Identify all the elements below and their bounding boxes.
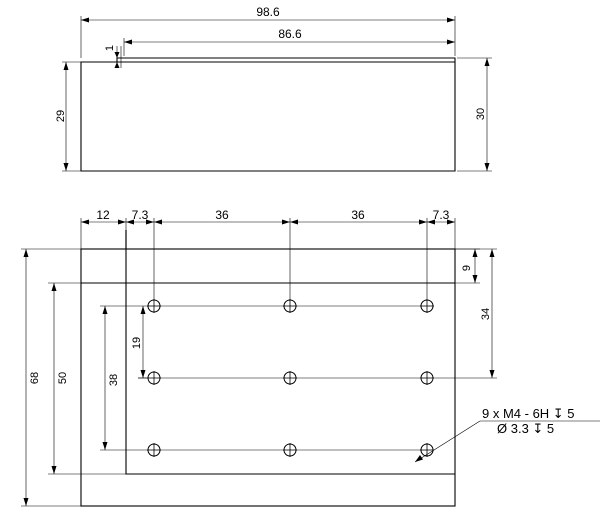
dimension-29: 29 [55, 61, 81, 172]
hole [283, 443, 297, 457]
dimension-86.6-label: 86.6 [278, 27, 302, 41]
dimension-34: 34 [427, 248, 497, 379]
callout-drill-label: Ø 3.3 ↧ 5 [497, 421, 554, 436]
hole [147, 299, 161, 313]
dimension-98.6-label: 98.6 [256, 5, 280, 19]
dimension-chain-top: 12 7.3 36 36 7.3 [80, 208, 456, 306]
dimension-12-label: 12 [96, 208, 110, 222]
dimension-50: 50 [48, 282, 126, 475]
dimension-7.3-left-label: 7.3 [132, 208, 149, 222]
dimension-29-label: 29 [55, 110, 67, 122]
dimension-50-label: 50 [57, 372, 69, 384]
hole-pattern [147, 299, 434, 457]
top-view: 98.6 86.6 1 29 [55, 5, 492, 172]
dimension-7.3-right-label: 7.3 [433, 208, 450, 222]
dimension-36-second-label: 36 [351, 208, 365, 222]
dimension-38: 38 [100, 305, 154, 451]
dimension-38-label: 38 [108, 374, 120, 386]
hole [420, 371, 434, 385]
dimension-36-first-label: 36 [215, 208, 229, 222]
dimension-98.6: 98.6 [80, 5, 456, 58]
front-view-pocket [125, 230, 455, 475]
top-view-body [80, 57, 456, 172]
dimension-19-label: 19 [131, 337, 143, 349]
front-view: 12 7.3 36 36 7.3 9 34 [21, 208, 600, 507]
dimension-68: 68 [21, 248, 81, 507]
dimension-1: 1 [104, 45, 122, 68]
dimension-1-label: 1 [104, 45, 116, 51]
hole [283, 371, 297, 385]
dimension-34-label: 34 [480, 308, 492, 320]
dimension-19: 19 [131, 306, 154, 379]
dimension-30: 30 [457, 57, 492, 172]
hole [147, 371, 161, 385]
hole-callout: 9 x M4 - 6H ↧ 5 Ø 3.3 ↧ 5 [414, 406, 600, 463]
callout-thread-label: 9 x M4 - 6H ↧ 5 [482, 406, 575, 421]
hole [420, 299, 434, 313]
dimension-9-label: 9 [461, 265, 473, 271]
dimension-86.6: 86.6 [123, 27, 455, 56]
front-view-body [80, 248, 456, 507]
dimension-30-label: 30 [475, 108, 487, 120]
hole [147, 443, 161, 457]
dimension-9: 9 [455, 248, 480, 284]
hole [283, 299, 297, 313]
hole [420, 443, 434, 457]
dimension-68-label: 68 [29, 372, 41, 384]
